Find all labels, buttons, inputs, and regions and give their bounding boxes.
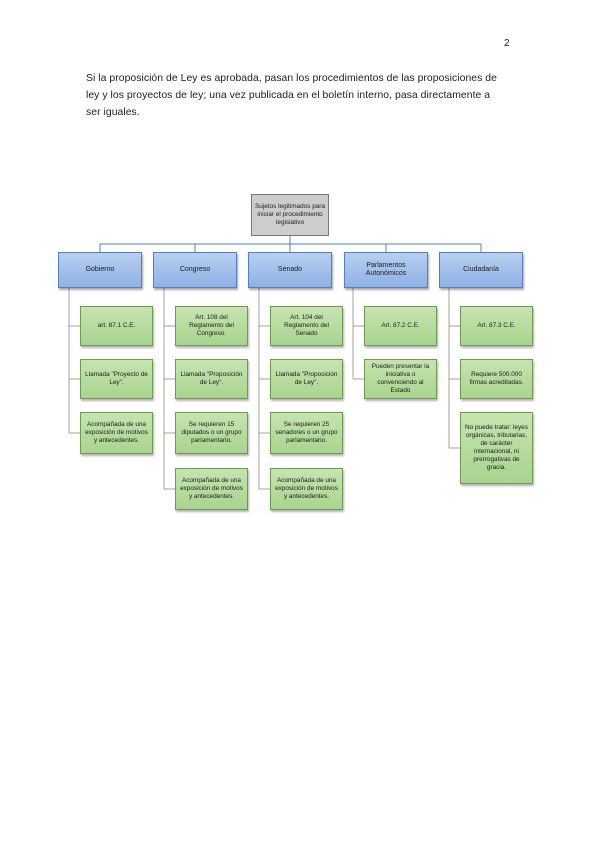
ciudadania-item: No puede tratar: leyes orgánicas, tribut…	[460, 412, 533, 484]
intro-line: Si la proposición de Ley es aprobada, pa…	[86, 73, 497, 84]
ciudadania-item: Art. 87.3 C.E.	[460, 306, 533, 346]
page-number: 2	[504, 38, 510, 49]
category-ciudadania: Ciudadanía	[439, 252, 523, 288]
ciudadania-item: Requiere 500.000 firmas acreditadas.	[460, 359, 533, 399]
category-gobierno: Gobierno	[58, 252, 142, 288]
category-parlamentos-autonomicos: Parlamentos Autonómicos	[344, 252, 428, 288]
gobierno-item: Acompañada de una exposición de motivos …	[80, 412, 153, 454]
root-node: Sujetos legitimados para iniciar el proc…	[251, 194, 329, 236]
category-congreso: Congreso	[153, 252, 237, 288]
congreso-item: Se requieren 15 diputados o un grupo par…	[175, 412, 248, 454]
senado-item: Acompañada de una exposición de motivos …	[270, 468, 343, 510]
parlamentos-item: Art. 87.2 C.E.	[364, 306, 437, 346]
congreso-item: Acompañada de una exposición de motivos …	[175, 468, 248, 510]
intro-line: ley y los proyectos de ley; una vez publ…	[86, 90, 491, 101]
congreso-item: Llamada "Proposición de Ley".	[175, 359, 248, 399]
senado-item: Se requieren 25 senadores o un grupo par…	[270, 412, 343, 454]
gobierno-item: art. 87.1 C.E.	[80, 306, 153, 346]
senado-item: Art. 104 del Reglamento del Senado	[270, 306, 343, 346]
intro-paragraph: Si la proposición de Ley es aprobada, pa…	[86, 70, 526, 121]
parlamentos-item: Pueden presentar la iniciativa o convenc…	[364, 359, 437, 399]
intro-line: ser iguales.	[86, 107, 140, 118]
category-senado: Senado	[248, 252, 332, 288]
senado-item: Llamada "Proposición de Ley".	[270, 359, 343, 399]
gobierno-item: Llamada "Proyecto de Ley".	[80, 359, 153, 399]
congreso-item: Art. 108 del Reglamento del Congreso.	[175, 306, 248, 346]
